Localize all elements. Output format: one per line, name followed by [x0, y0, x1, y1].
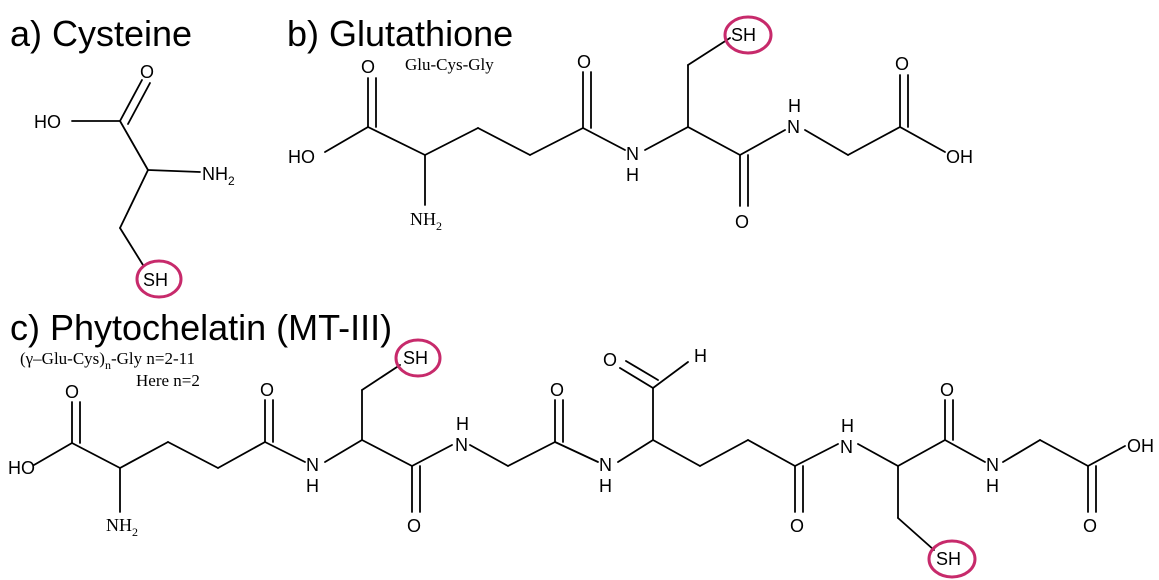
pc-amide-h-4: H — [841, 416, 854, 436]
pc-o-3: O — [407, 516, 421, 536]
gsh-amide-h-1: H — [626, 165, 639, 185]
phytochelatin-structure: HO O NH2 O N H SH O H N O N H O H O H N … — [8, 338, 1154, 579]
pc-aldehyde-h: H — [694, 346, 707, 366]
glutathione-structure: HO O NH2 O N H SH O H N O OH — [288, 15, 973, 233]
phytochelatin-note: Here n=2 — [136, 371, 200, 390]
pc-amide-h-3: H — [599, 476, 612, 496]
gsh-hydroxyl-left: HO — [288, 147, 315, 167]
gsh-o-1: O — [361, 57, 375, 77]
cys-thiol: SH — [143, 270, 168, 290]
gsh-thiol-highlight — [723, 15, 773, 55]
pc-amide-h-5: H — [986, 476, 999, 496]
phytochelatin-formula: (γ–Glu-Cys)n-Gly n=2-11 — [20, 349, 195, 372]
glutathione-sequence: Glu-Cys-Gly — [405, 55, 494, 74]
pc-o-6: O — [940, 380, 954, 400]
cys-amine: NH2 — [202, 164, 235, 188]
pc-amide-n-4: N — [840, 437, 853, 457]
pc-amide-h-2: H — [456, 414, 469, 434]
cys-carbonyl-o: O — [140, 62, 154, 82]
pc-o-7: O — [1083, 516, 1097, 536]
cys-hydroxyl: HO — [34, 112, 61, 132]
panel-c-title: c) Phytochelatin (MT-III) — [10, 307, 392, 348]
cys-thiol-highlight — [135, 259, 183, 299]
gsh-amide-n-1: N — [626, 144, 639, 164]
pc-amide-n-1: N — [306, 455, 319, 475]
pc-thiol-1: SH — [403, 348, 428, 368]
panel-b-title: b) Glutathione — [287, 13, 513, 54]
pc-amide-n-5: N — [986, 455, 999, 475]
pc-o-1: O — [65, 382, 79, 402]
gsh-hydroxyl-right: OH — [946, 147, 973, 167]
pc-o-2: O — [260, 380, 274, 400]
pc-amine: NH2 — [106, 515, 138, 539]
cysteine-structure: O HO NH2 SH — [34, 62, 235, 299]
pc-o-4: O — [550, 380, 564, 400]
pc-hydroxyl-left: HO — [8, 458, 35, 478]
pc-amide-n-2: N — [455, 435, 468, 455]
pc-thiol-2: SH — [936, 549, 961, 569]
pc-amide-h-1: H — [306, 476, 319, 496]
pc-thiol-2-highlight — [927, 539, 977, 579]
gsh-o-2: O — [577, 52, 591, 72]
pc-amide-n-3: N — [599, 455, 612, 475]
pc-o-5: O — [790, 516, 804, 536]
gsh-amide-n-2: N — [787, 117, 800, 137]
pc-hydroxyl-right: OH — [1127, 436, 1154, 456]
gsh-amide-h-2: H — [788, 96, 801, 116]
gsh-o-3: O — [735, 212, 749, 232]
gsh-amine: NH2 — [410, 209, 442, 233]
pc-aldehyde-o: O — [603, 350, 617, 370]
pc-thiol-1-highlight — [394, 338, 442, 378]
panel-a-title: a) Cysteine — [10, 13, 192, 54]
gsh-thiol: SH — [731, 25, 756, 45]
gsh-o-4: O — [895, 54, 909, 74]
